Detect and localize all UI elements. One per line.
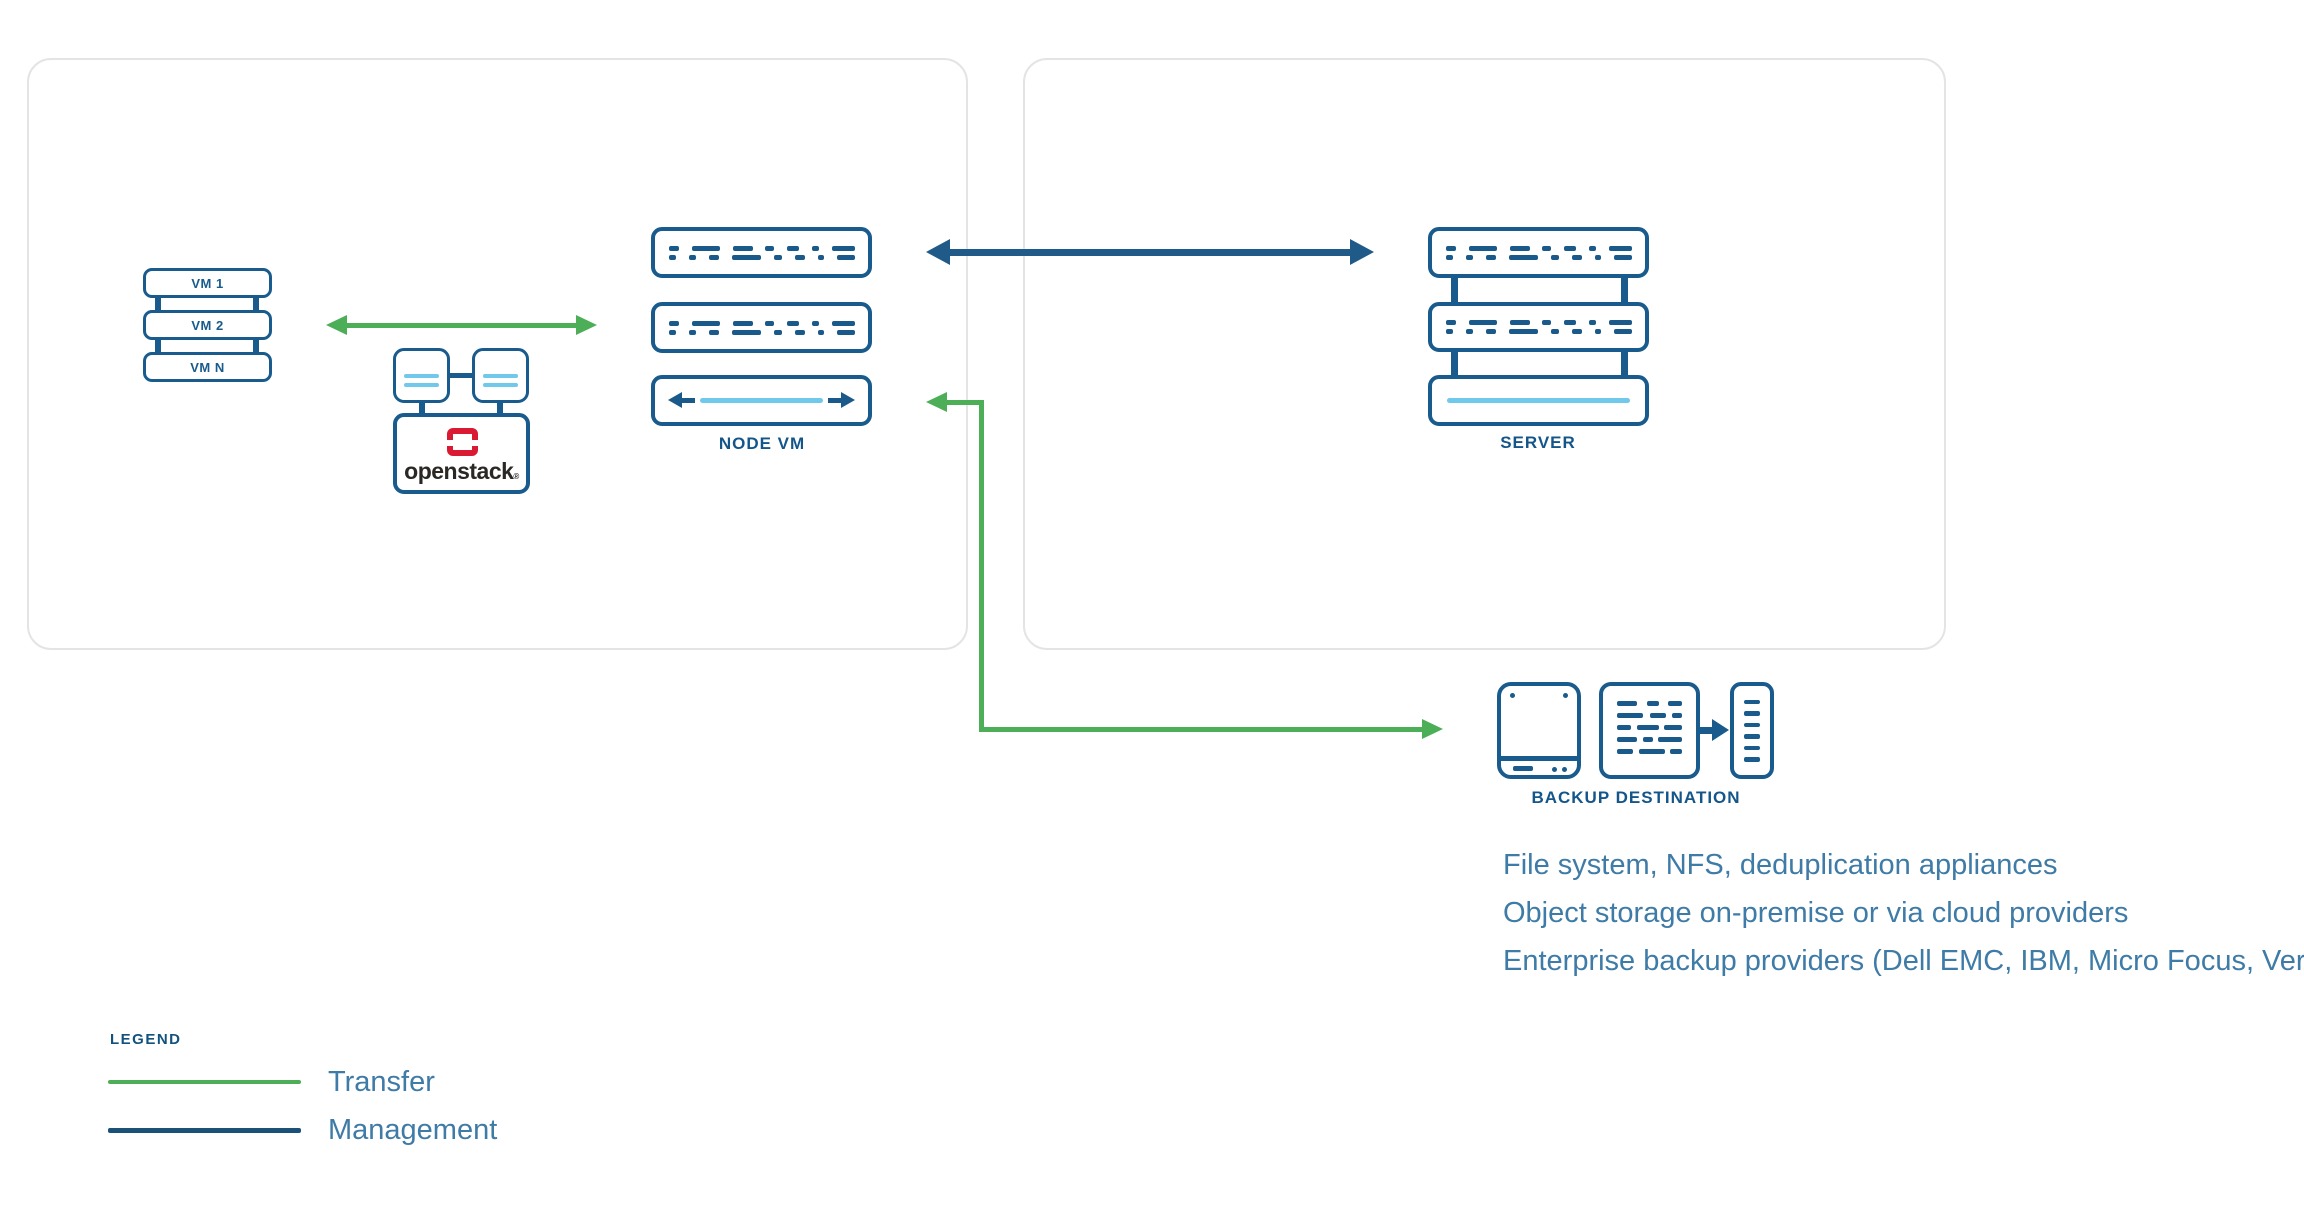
server-unit-1 — [1428, 227, 1649, 278]
server-connector — [1621, 345, 1628, 383]
legend-title: LEGEND — [110, 1031, 182, 1048]
arrow-right-head — [1422, 719, 1443, 739]
arrow-shaft — [950, 248, 1350, 256]
legend-management-label: Management — [328, 1114, 498, 1146]
node-vm-label: NODE VM — [718, 434, 806, 453]
vm-stack-connector — [253, 338, 259, 354]
openstack-wordmark: openstack® — [404, 458, 519, 484]
openstack-node-right — [472, 348, 529, 403]
server-unit-2 — [1428, 302, 1649, 352]
vm-1-box: VM 1 — [143, 268, 272, 298]
openstack-main-box: openstack® — [393, 413, 530, 494]
arrow-left-head — [326, 315, 347, 335]
data-dashes — [1446, 246, 1632, 251]
server-connector — [1621, 270, 1628, 310]
openstack-logo-icon — [446, 428, 479, 456]
data-dashes — [1446, 329, 1632, 334]
arrow-dedup-to-tape — [1699, 719, 1729, 741]
data-dashes — [669, 330, 855, 335]
backup-note-1: File system, NFS, deduplication applianc… — [1503, 849, 2058, 881]
server-connector — [1451, 270, 1458, 310]
data-dashes — [669, 246, 855, 251]
vm-n-label: VM N — [190, 359, 225, 375]
openstack-connector — [419, 402, 425, 414]
data-dashes — [1446, 320, 1632, 325]
arrow-right-head — [1350, 239, 1374, 265]
management-arrow-node-server — [926, 239, 1374, 265]
transfer-arrow-vm-node — [326, 315, 597, 335]
disk-drive-icon — [1497, 682, 1581, 779]
arrow-shaft — [947, 400, 984, 405]
backup-destination-label: BACKUP DESTINATION — [1531, 788, 1741, 807]
arrow-shaft — [979, 400, 984, 732]
dedup-storage-icon — [1599, 682, 1700, 779]
server-environment-panel — [1023, 58, 1946, 650]
arrow-right-head — [576, 315, 597, 335]
arrow-left-head — [926, 239, 950, 265]
server-connector — [1451, 345, 1458, 383]
data-dashes — [1446, 255, 1632, 260]
legend-transfer-label: Transfer — [328, 1066, 435, 1098]
server-label: SERVER — [1500, 433, 1576, 452]
backup-note-2: Object storage on-premise or via cloud p… — [1503, 897, 2129, 929]
vm-2-label: VM 2 — [191, 317, 224, 333]
node-vm-unit-2 — [651, 302, 872, 353]
data-dashes — [669, 255, 855, 260]
vm-stack-connector — [155, 338, 161, 354]
openstack-node-left — [393, 348, 450, 403]
openstack-connector — [449, 373, 473, 378]
openstack-connector — [497, 402, 503, 414]
backup-note-3: Enterprise backup providers (Dell EMC, I… — [1503, 945, 2304, 977]
legend-transfer-line — [108, 1080, 301, 1084]
vm-2-box: VM 2 — [143, 310, 272, 340]
arrow-shaft — [979, 727, 1422, 732]
legend-management-line — [108, 1128, 301, 1133]
vm-n-box: VM N — [143, 352, 272, 382]
vm-1-label: VM 1 — [191, 275, 224, 291]
node-vm-unit-1 — [651, 227, 872, 278]
data-dashes — [669, 321, 855, 326]
vm-stack-connector — [155, 296, 161, 312]
arrow-shaft — [347, 322, 576, 328]
status-line — [1447, 398, 1630, 403]
vm-stack-connector — [253, 296, 259, 312]
arrow-left-head — [926, 392, 947, 412]
tape-archive-icon — [1730, 682, 1774, 779]
io-flow-icon — [668, 392, 855, 408]
